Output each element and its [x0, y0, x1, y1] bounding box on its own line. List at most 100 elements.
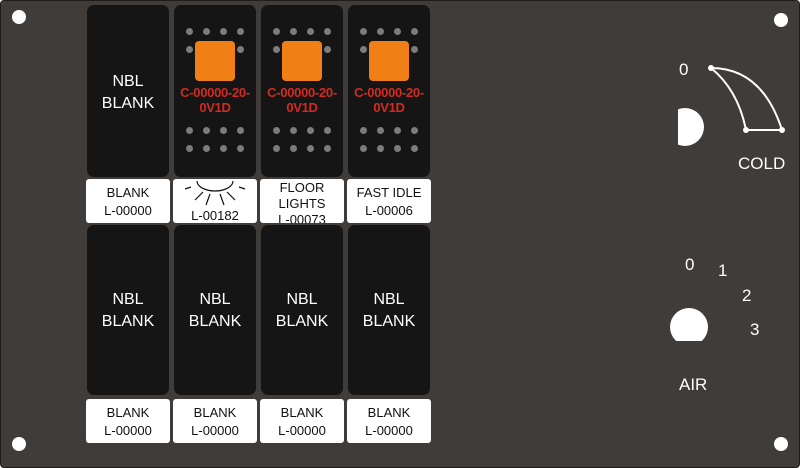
- temp-cold-label: COLD: [738, 154, 786, 173]
- grid-dot: [360, 145, 367, 152]
- grid-dot: [411, 28, 418, 35]
- label-code: L-00006: [365, 203, 413, 218]
- switch-bottom-4[interactable]: NBL BLANK: [348, 225, 430, 395]
- switch-label-4: FAST IDLE L-00006: [347, 179, 431, 223]
- part-code: C-00000-20-0V1D: [267, 85, 337, 115]
- switch-text-blank: BLANK: [101, 313, 155, 330]
- grid-dot: [324, 28, 331, 35]
- mounting-hole: [774, 437, 788, 451]
- switch-text-blank: BLANK: [275, 313, 329, 330]
- grid-dot: [360, 28, 367, 35]
- grid-dot: [273, 46, 280, 53]
- grid-dot: [273, 28, 280, 35]
- grid-dot: [237, 28, 244, 35]
- label-code: L-00000: [104, 203, 152, 218]
- label-title: BLANK: [193, 405, 237, 420]
- switch-top-4[interactable]: C-00000-20-0V1D: [348, 5, 430, 177]
- switch-top-2[interactable]: C-00000-20-0V1D: [174, 5, 256, 177]
- grid-dot: [273, 145, 280, 152]
- label-code: L-00000: [365, 423, 413, 438]
- dot-grid: [261, 5, 343, 177]
- switch-text-nbl: NBL: [373, 291, 405, 308]
- switch-bottom-3[interactable]: NBL BLANK: [261, 225, 343, 395]
- air-pos-1-label: 1: [718, 261, 728, 280]
- grid-dot: [290, 145, 297, 152]
- label-title: FAST IDLE: [356, 185, 422, 200]
- grid-dot: [307, 145, 314, 152]
- switch-top-1[interactable]: NBL BLANK: [87, 5, 169, 177]
- grid-dot: [377, 127, 384, 134]
- grid-dot: [411, 127, 418, 134]
- grid-dot: [273, 127, 280, 134]
- label-title: BLANK: [106, 405, 150, 420]
- grid-dot: [377, 28, 384, 35]
- temperature-knob[interactable]: [664, 106, 704, 148]
- grid-dot: [203, 127, 210, 134]
- grid-dot: [186, 46, 193, 53]
- label-code: L-00000: [104, 423, 152, 438]
- mounting-hole: [12, 437, 26, 451]
- grid-dot: [290, 127, 297, 134]
- switch-bottom-2[interactable]: NBL BLANK: [174, 225, 256, 395]
- switch-label-5: BLANK L-00000: [86, 399, 170, 443]
- knob-flat-side: [668, 341, 710, 349]
- air-pos-2-label: 2: [742, 286, 752, 305]
- part-code: C-00000-20-0V1D: [354, 85, 424, 115]
- label-title: FLOOR: [279, 180, 325, 195]
- light-bulb-icon: [184, 180, 246, 206]
- grid-dot: [394, 28, 401, 35]
- grid-dot: [324, 46, 331, 53]
- switch-label-7: BLANK L-00000: [260, 399, 344, 443]
- grid-dot: [377, 145, 384, 152]
- grid-dot: [307, 28, 314, 35]
- switch-text-blank: BLANK: [188, 313, 242, 330]
- switch-text-blank: BLANK: [101, 95, 155, 112]
- grid-dot: [394, 127, 401, 134]
- switch-text-blank: BLANK: [362, 313, 416, 330]
- label-code: L-00000: [278, 423, 326, 438]
- temp-zero-label: 0: [679, 60, 689, 79]
- switch-label-3: FLOOR LIGHTS L-00073: [260, 179, 344, 223]
- grid-dot: [237, 127, 244, 134]
- part-code: C-00000-20-0V1D: [180, 85, 250, 115]
- grid-dot: [290, 28, 297, 35]
- knob-flat-side: [664, 106, 678, 148]
- switch-label-2: L-00182: [173, 179, 257, 223]
- grid-dot: [186, 145, 193, 152]
- mounting-hole: [774, 13, 788, 27]
- grid-dot: [324, 127, 331, 134]
- switch-text-nbl: NBL: [112, 73, 144, 90]
- label-code: L-00000: [191, 423, 239, 438]
- grid-dot: [237, 46, 244, 53]
- label-title: BLANK: [106, 185, 150, 200]
- grid-dot: [220, 127, 227, 134]
- switch-text-nbl: NBL: [199, 291, 231, 308]
- grid-dot: [411, 46, 418, 53]
- air-label: AIR: [679, 375, 708, 394]
- label-code: L-00182: [191, 208, 239, 223]
- switch-text-nbl: NBL: [112, 291, 144, 308]
- label-code: L-00073: [278, 212, 326, 223]
- switch-top-3[interactable]: C-00000-20-0V1D: [261, 5, 343, 177]
- grid-dot: [186, 28, 193, 35]
- label-title: BLANK: [367, 405, 411, 420]
- switch-label-8: BLANK L-00000: [347, 399, 431, 443]
- indicator-led: [195, 41, 235, 81]
- grid-dot: [203, 145, 210, 152]
- indicator-led: [369, 41, 409, 81]
- indicator-led: [282, 41, 322, 81]
- grid-dot: [237, 145, 244, 152]
- grid-dot: [186, 127, 193, 134]
- air-pos-3-label: 3: [750, 320, 760, 339]
- grid-dot: [220, 28, 227, 35]
- grid-dot: [203, 28, 210, 35]
- air-knob[interactable]: [668, 308, 710, 349]
- grid-dot: [307, 127, 314, 134]
- grid-dot: [360, 127, 367, 134]
- label-title: BLANK: [280, 405, 324, 420]
- switch-bottom-1[interactable]: NBL BLANK: [87, 225, 169, 395]
- grid-dot: [324, 145, 331, 152]
- grid-dot: [220, 145, 227, 152]
- switch-text-nbl: NBL: [286, 291, 318, 308]
